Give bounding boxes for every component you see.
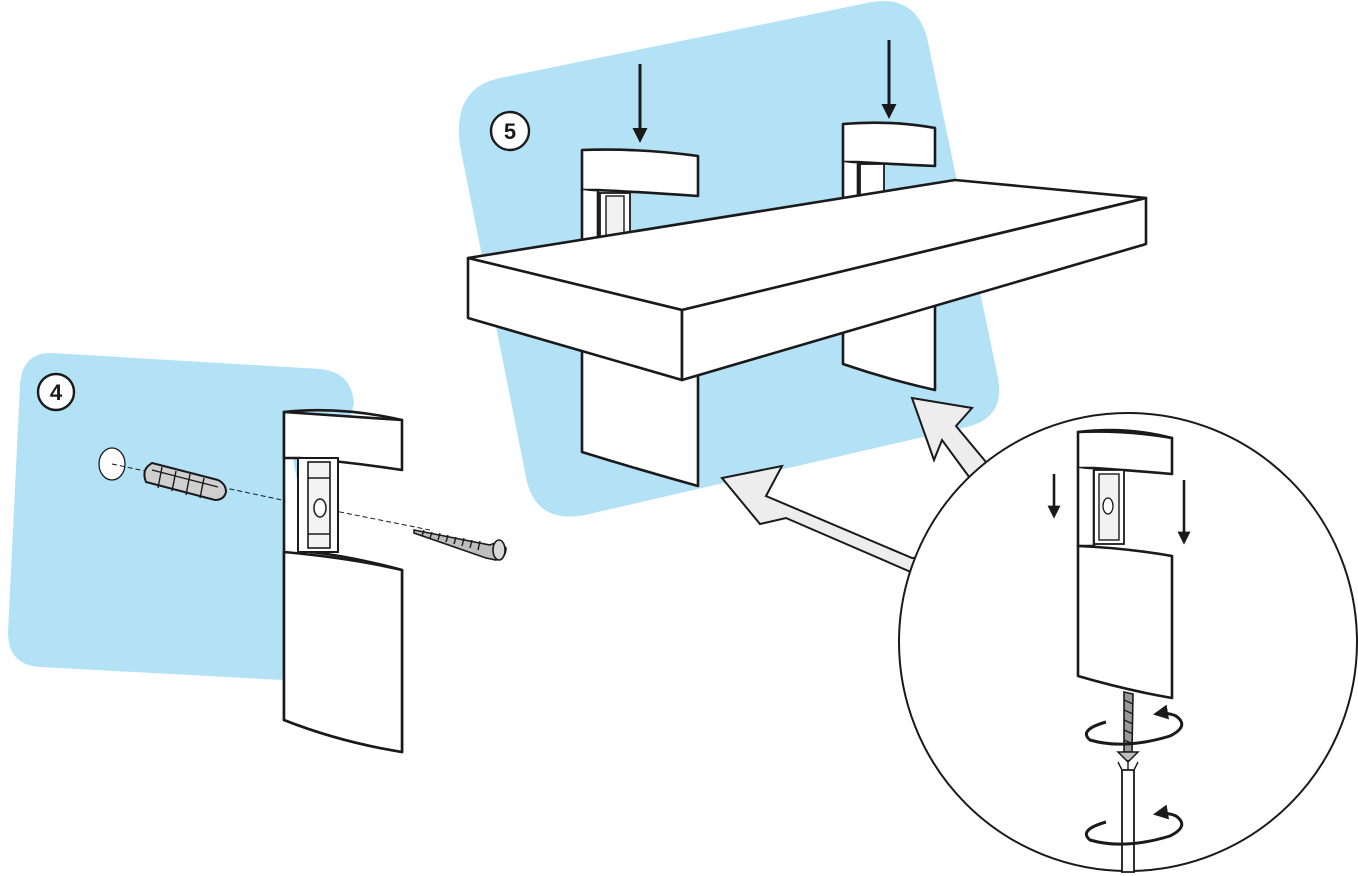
detail-magnifier	[898, 412, 1358, 873]
step-5-panel: 5	[458, 1, 1148, 517]
rotate-arrow-icon	[1085, 704, 1184, 846]
pointer-arrow-left	[720, 464, 946, 584]
wall-bracket	[282, 408, 404, 754]
step-4-number: 4	[50, 380, 63, 405]
step-4-panel: 4	[8, 352, 507, 754]
step-4-background	[8, 352, 354, 680]
down-arrow-icon	[632, 40, 897, 143]
screw-icon	[413, 529, 507, 561]
screw-icon	[1116, 691, 1140, 764]
shelf-board	[466, 178, 1148, 382]
left-bracket	[580, 148, 700, 488]
wall-plug-icon	[143, 461, 228, 502]
detail-bracket	[1076, 428, 1174, 700]
step-5-number: 5	[504, 119, 516, 144]
down-arrow-icon	[1047, 474, 1191, 545]
screwdriver-icon	[1117, 760, 1139, 873]
step-4-number-badge: 4	[36, 372, 76, 412]
step-5-number-badge: 5	[489, 110, 531, 152]
